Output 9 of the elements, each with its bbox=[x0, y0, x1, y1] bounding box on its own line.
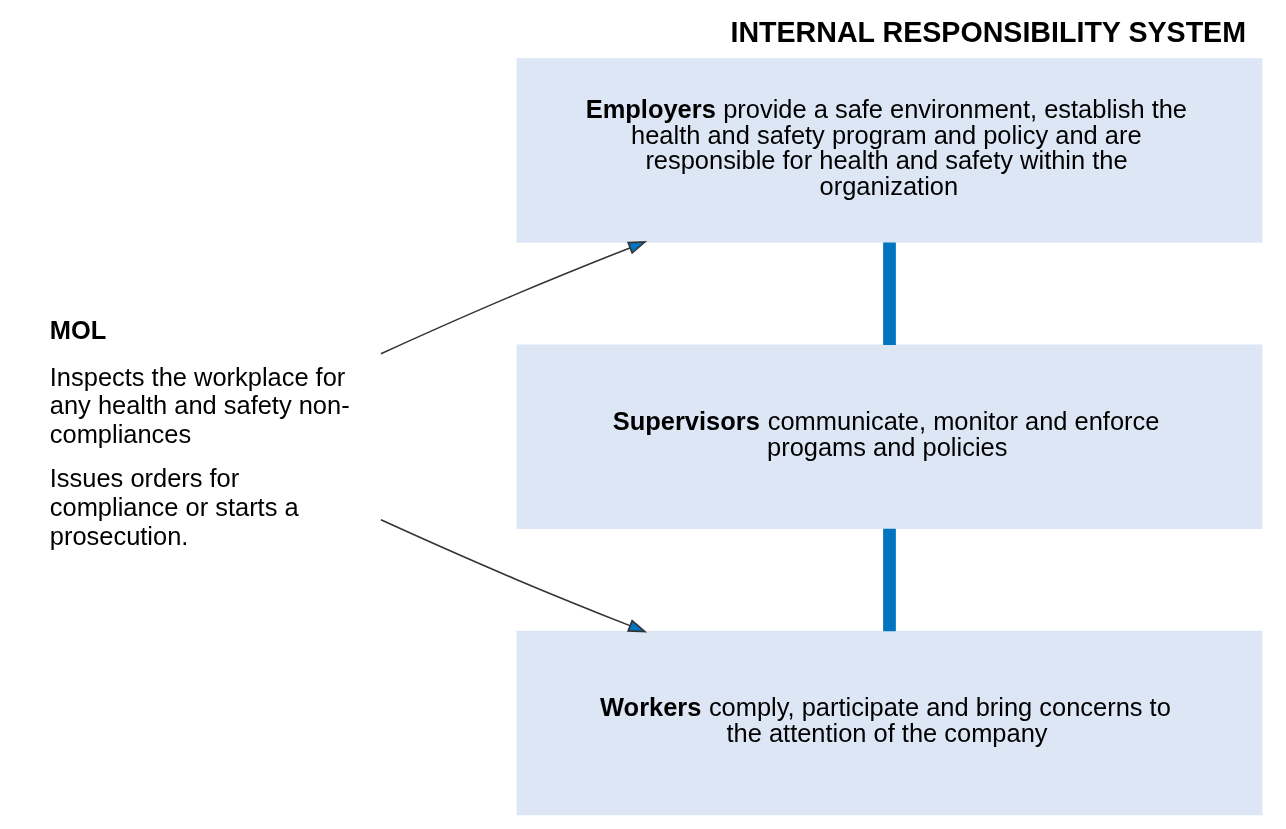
diagram-title: INTERNAL RESPONSIBILITY SYSTEM bbox=[730, 16, 1247, 49]
arrow bbox=[380, 241, 648, 355]
node-text: MOL Inspects the workplace for any health and safety non-compliances Issues orders for compliance or starts a prosecution. bbox=[49, 316, 350, 550]
connector bbox=[883, 528, 896, 632]
connector bbox=[883, 242, 896, 346]
node-box: Employers provide a safe environment, establish the health and safety program and policy and are responsible for health and safety within the organization bbox=[516, 58, 1263, 243]
arrow bbox=[380, 519, 648, 633]
node-box: Supervisors communicate, monitor and enforce progams and policies bbox=[516, 344, 1263, 529]
node-box: Workers comply, participate and bring concerns to the attention of the company bbox=[516, 630, 1263, 816]
